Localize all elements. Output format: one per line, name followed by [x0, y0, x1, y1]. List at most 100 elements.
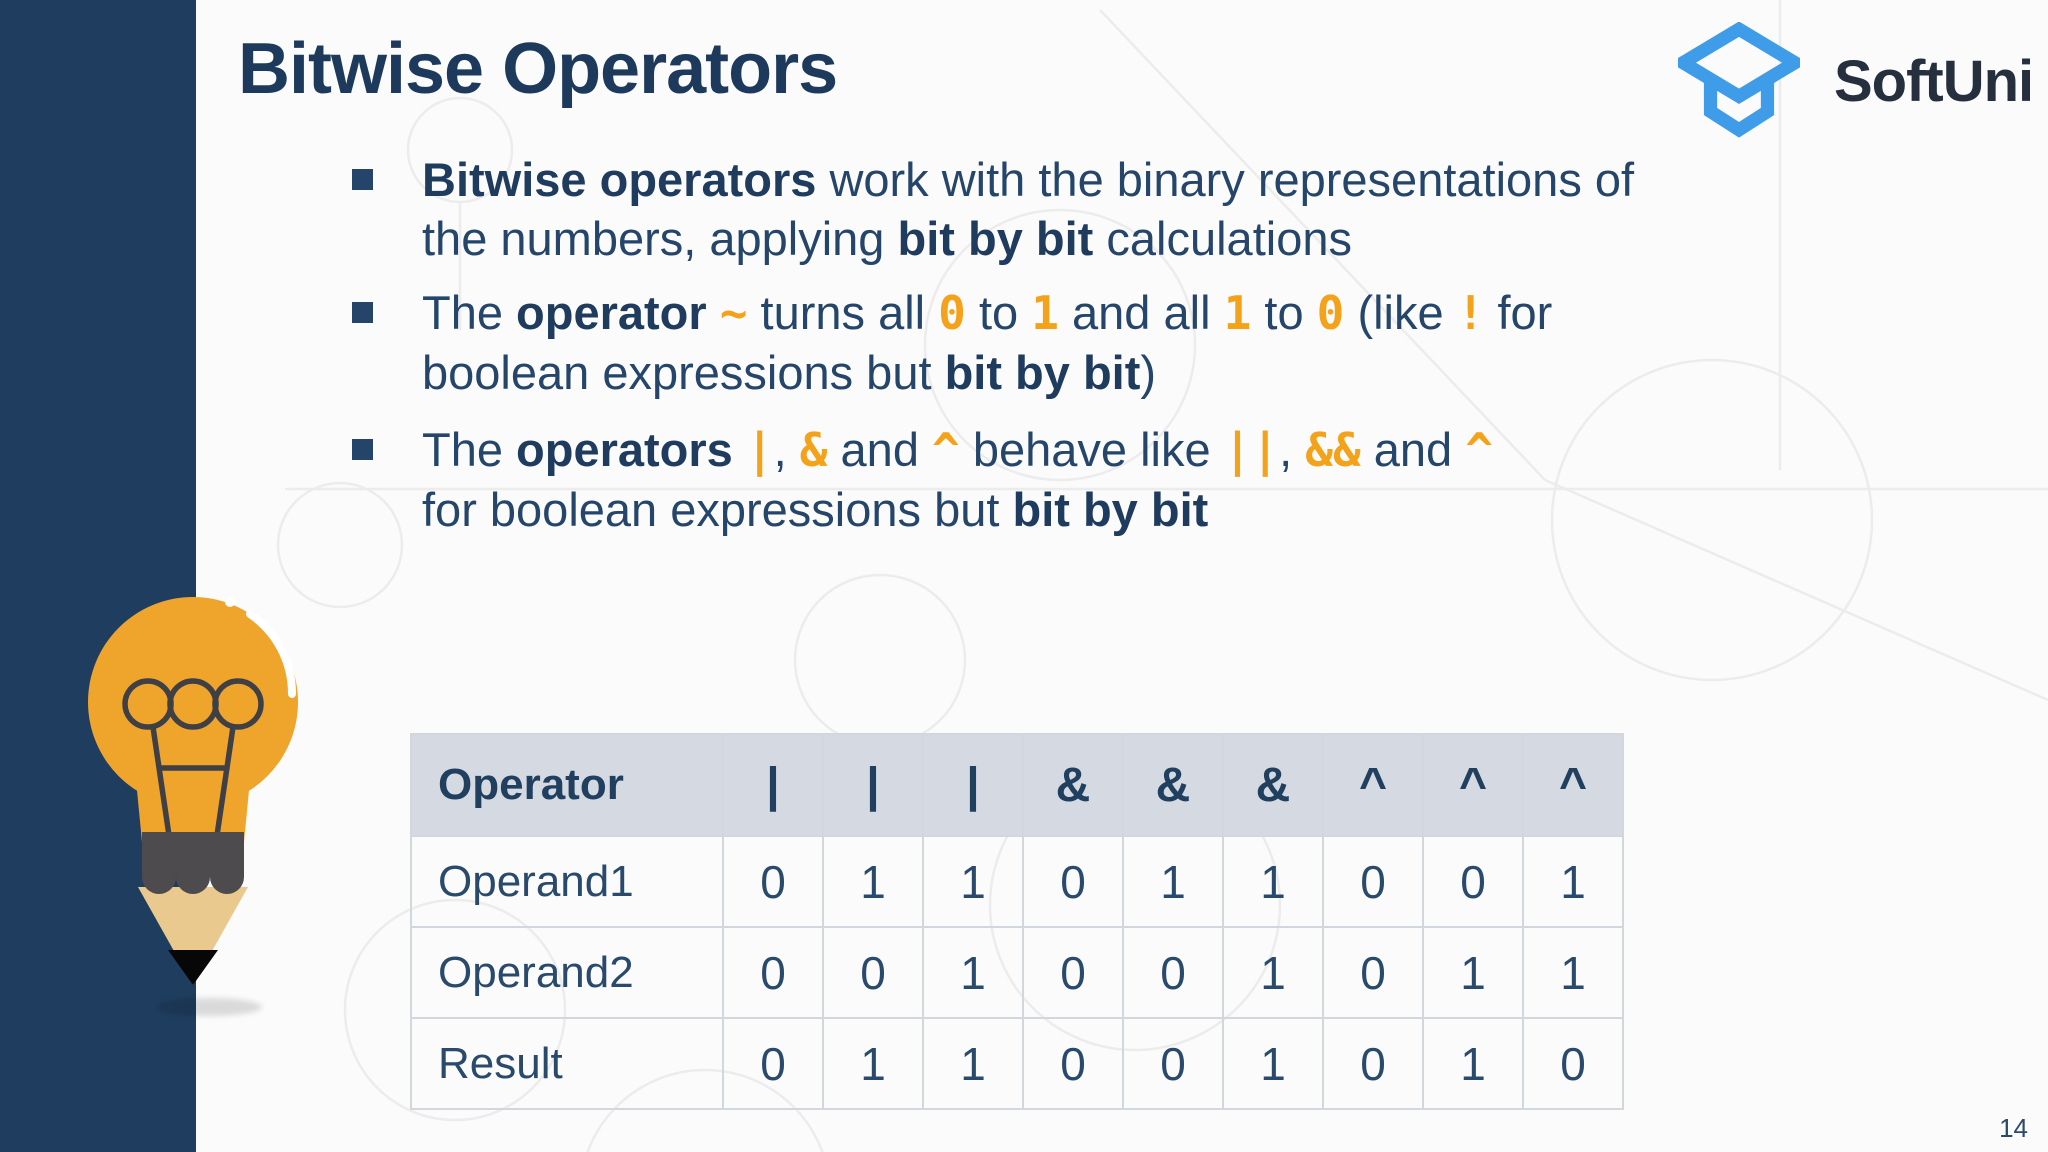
- table-header-operator: |: [822, 733, 924, 837]
- text-run: ,: [1279, 423, 1306, 476]
- table-header-operator: &: [1022, 733, 1124, 837]
- bit-value-cell: 0: [822, 926, 924, 1019]
- code-token: &&: [1305, 423, 1361, 477]
- bit-value-cell: 0: [1322, 1017, 1424, 1110]
- bit-value-cell: 1: [1522, 835, 1624, 928]
- text-run: ): [1140, 346, 1157, 399]
- bit-value-cell: 1: [1122, 835, 1224, 928]
- bullet-item: Bitwise operators work with the binary r…: [350, 150, 1750, 268]
- square-bullet-icon: [352, 302, 373, 323]
- bit-value-cell: 0: [1422, 835, 1524, 928]
- table-header-row: Operator|||&&&^^^: [410, 733, 1624, 837]
- text-run: The: [422, 286, 517, 339]
- row-label-cell: Result: [410, 1017, 724, 1110]
- bit-value-cell: 0: [1122, 1017, 1224, 1110]
- text-run: bit by bit: [1012, 483, 1209, 536]
- text-run: to: [1251, 286, 1317, 339]
- slide-title: Bitwise Operators: [238, 29, 838, 109]
- text-run: and all: [1058, 286, 1224, 339]
- table-header-operator: |: [922, 733, 1024, 837]
- code-token: !: [1456, 286, 1485, 340]
- table-header-operator: &: [1122, 733, 1224, 837]
- bit-value-cell: 1: [1522, 926, 1624, 1019]
- code-token: ||: [1223, 423, 1280, 477]
- logo-text: SoftUni: [1834, 48, 2034, 114]
- table-header-operator: ^: [1522, 733, 1624, 837]
- code-token: |: [745, 423, 774, 477]
- code-token: ~: [719, 286, 748, 340]
- row-label-cell: Operand2: [410, 926, 724, 1019]
- bit-value-cell: 0: [722, 926, 824, 1019]
- bit-value-cell: 1: [922, 835, 1024, 928]
- text-run: [707, 286, 720, 339]
- text-run: (like: [1344, 286, 1457, 339]
- bit-value-cell: 0: [1322, 926, 1424, 1019]
- bit-value-cell: 0: [1522, 1017, 1624, 1110]
- graduation-cap-icon: [1678, 22, 1800, 138]
- text-run: the numbers, applying: [422, 212, 898, 265]
- text-run: work with the binary representations of: [816, 153, 1635, 206]
- lightbulb-pencil-icon: [88, 597, 298, 1016]
- bit-value-cell: 1: [1222, 835, 1324, 928]
- text-run: bit by bit: [897, 212, 1094, 265]
- text-run: behave like: [959, 423, 1224, 476]
- bit-value-cell: 0: [1322, 835, 1424, 928]
- bullet-text: Bitwise operators work with the binary r…: [422, 153, 1634, 265]
- text-run: for boolean expressions but: [422, 483, 1013, 536]
- text-run: Bitwise operators: [422, 153, 817, 206]
- bit-value-cell: 1: [922, 926, 1024, 1019]
- pencil-lead: [168, 950, 218, 985]
- text-run: bit by bit: [944, 346, 1141, 399]
- bit-value-cell: 0: [1122, 926, 1224, 1019]
- table-header-operator: ^: [1322, 733, 1424, 837]
- text-run: The: [422, 423, 517, 476]
- page-number: 14: [1999, 1113, 2028, 1143]
- text-run: operator: [516, 286, 707, 339]
- text-run: [733, 423, 746, 476]
- table-header-operator: &: [1222, 733, 1324, 837]
- bullet-text: The operator ~ turns all 0 to 1 and all …: [422, 286, 1552, 399]
- bullet-item: The operator ~ turns all 0 to 1 and all …: [350, 283, 1750, 402]
- bit-value-cell: 0: [1022, 926, 1124, 1019]
- square-bullet-icon: [352, 169, 373, 190]
- text-run: and: [1360, 423, 1466, 476]
- text-run: boolean expressions but: [422, 346, 945, 399]
- pencil-wood: [138, 887, 248, 985]
- table-header-label: Operator: [410, 733, 724, 837]
- text-run: operators: [516, 423, 733, 476]
- bit-value-cell: 1: [1422, 1017, 1524, 1110]
- code-token: &: [799, 423, 828, 477]
- text-run: to: [965, 286, 1032, 339]
- bit-value-cell: 1: [922, 1017, 1024, 1110]
- code-token: 1: [1031, 286, 1059, 340]
- softuni-logo: SoftUni: [1678, 22, 2034, 140]
- code-token: 0: [1316, 286, 1345, 340]
- bit-value-cell: 0: [722, 1017, 824, 1110]
- bit-value-cell: 0: [1022, 835, 1124, 928]
- bullet-text: The operators |, & and ^ behave like ||,…: [422, 423, 1493, 536]
- text-run: for: [1484, 286, 1553, 339]
- row-label-cell: Operand1: [410, 835, 724, 928]
- bit-value-cell: 1: [1222, 1017, 1324, 1110]
- bit-value-cell: 1: [1222, 926, 1324, 1019]
- text-run: ,: [773, 423, 800, 476]
- square-bullet-icon: [352, 439, 373, 460]
- bit-value-cell: 1: [822, 835, 924, 928]
- code-token: ^: [932, 423, 960, 477]
- table-header-operator: |: [722, 733, 824, 837]
- text-run: turns all: [747, 286, 939, 339]
- code-token: ^: [1465, 423, 1493, 477]
- table-header-operator: ^: [1422, 733, 1524, 837]
- bit-value-cell: 0: [1022, 1017, 1124, 1110]
- code-token: 1: [1223, 286, 1252, 340]
- bit-value-cell: 0: [722, 835, 824, 928]
- bullet-item: The operators |, & and ^ behave like ||,…: [350, 420, 1750, 539]
- bit-value-cell: 1: [822, 1017, 924, 1110]
- bit-value-cell: 1: [1422, 926, 1524, 1019]
- sidebar-band: [0, 0, 196, 1152]
